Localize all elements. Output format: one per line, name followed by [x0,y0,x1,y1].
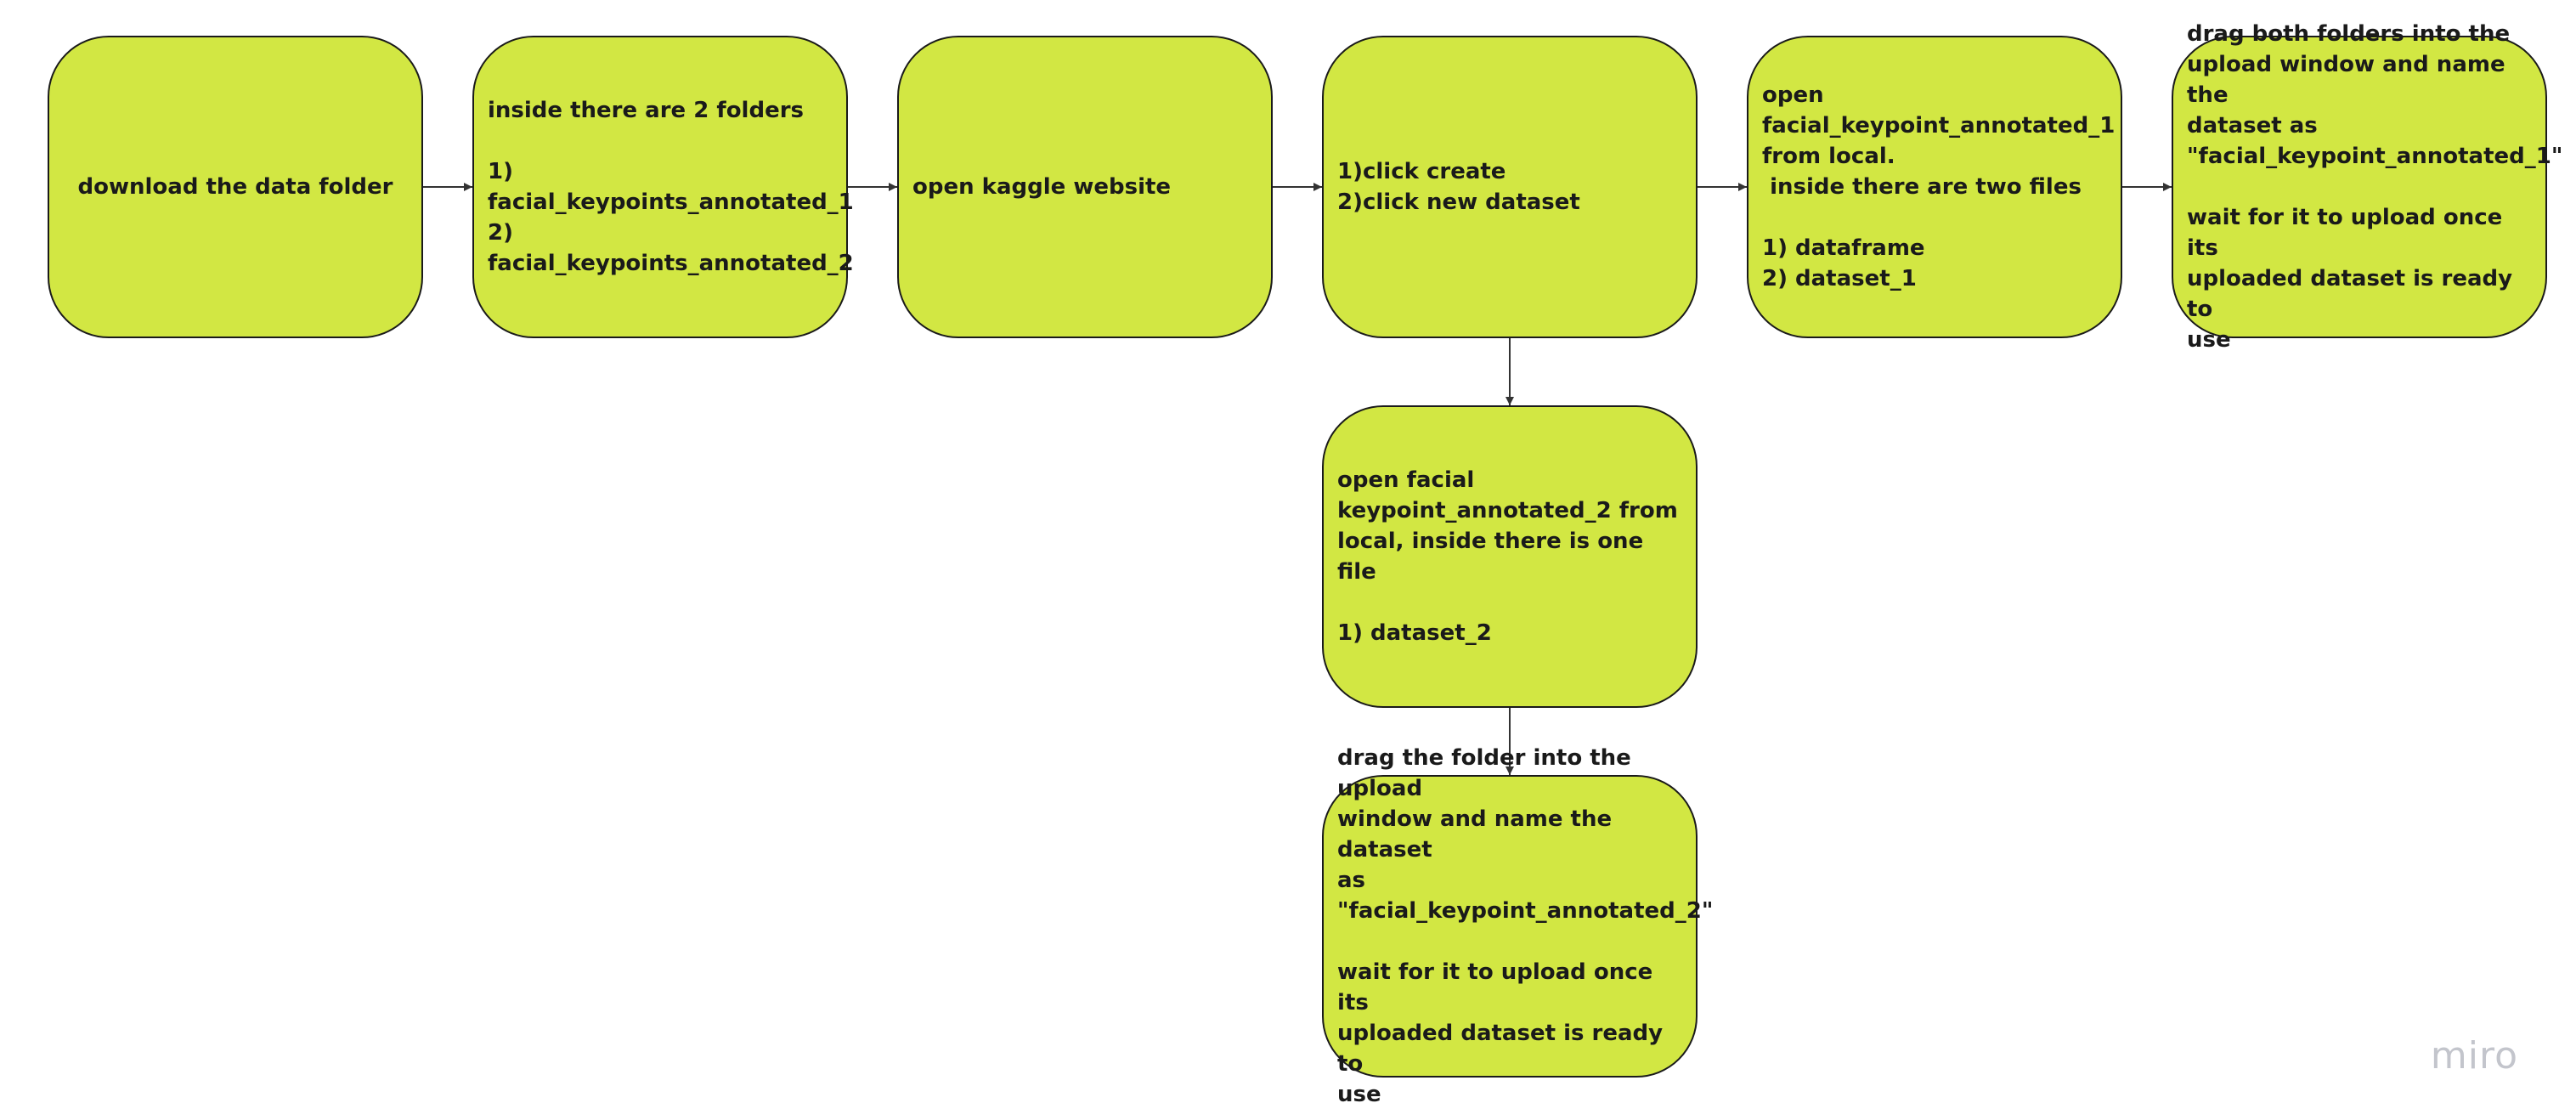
node-drag-folder[interactable]: drag the folder into the upload window a… [1322,745,1713,1107]
node-open-annotated-1-text: open facial_keypoint_annotated_1 from lo… [1762,82,2116,291]
node-open-annotated-2[interactable]: open facial keypoint_annotated_2 from lo… [1322,405,1698,708]
node-drag-both-folders[interactable]: drag both folders into the upload window… [2172,21,2562,353]
node-inside-two-folders[interactable]: inside there are 2 folders 1) facial_key… [472,36,854,338]
node-open-annotated-1[interactable]: open facial_keypoint_annotated_1 from lo… [1747,36,2122,338]
node-inside-two-folders-text: inside there are 2 folders 1) facial_key… [488,98,854,276]
node-download-data-folder[interactable]: download the data folder [48,36,423,338]
node-open-kaggle-text: open kaggle website [912,174,1172,200]
miro-logo: miro [2430,1034,2518,1078]
node-click-create[interactable]: 1)click create 2)click new dataset [1322,36,1698,338]
node-open-kaggle[interactable]: open kaggle website [897,36,1273,338]
node-click-create-text: 1)click create 2)click new dataset [1337,159,1580,215]
node-drag-folder-text: drag the folder into the upload window a… [1337,745,1714,1107]
node-drag-both-folders-text: drag both folders into the upload window… [2187,21,2563,353]
node-download-data-folder-text: download the data folder [77,174,393,200]
node-open-annotated-2-text: open facial keypoint_annotated_2 from lo… [1337,467,1678,646]
